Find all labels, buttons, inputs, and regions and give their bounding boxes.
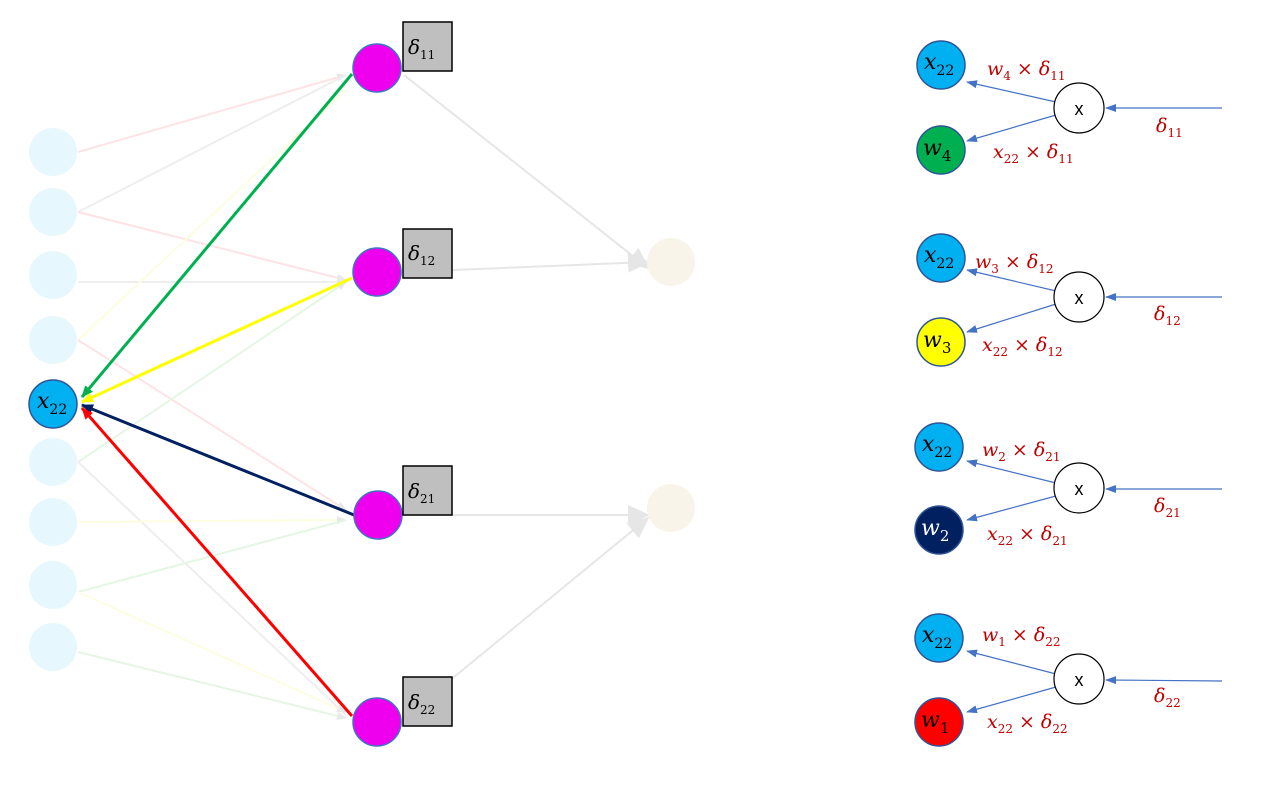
svg-text:x: x [1075, 670, 1084, 690]
multiply-gate [1053, 271, 1105, 323]
x22-node [916, 233, 966, 283]
input-node [29, 623, 77, 671]
grad-w-label: x22×δ21 [987, 523, 1068, 548]
delta-in-label: δ11 [1156, 115, 1183, 140]
x22-node [914, 422, 964, 472]
grad-x-label: w2×δ21 [982, 439, 1061, 464]
hidden-node-2: δ12 [352, 228, 453, 297]
gate-group-4: x x22 w1 w1×δ22 x22×δ22 δ22 [914, 613, 1223, 747]
focus-node-x22: x22 [28, 379, 78, 429]
hidden-node-1: δ11 [352, 21, 453, 93]
grad-x-label: w4×δ11 [987, 58, 1066, 83]
delta-in-label: δ22 [1154, 685, 1181, 710]
w3-node [916, 317, 966, 367]
output-node [647, 238, 695, 286]
gate-group-1: x x22 w4 w4×δ11 x22×δ11 δ11 [916, 40, 1222, 175]
grad-w-label: x22×δ12 [982, 334, 1063, 359]
edge-w1 [80, 407, 354, 717]
svg-text:w4: w4 [923, 136, 951, 165]
svg-text:x22: x22 [37, 389, 67, 418]
w2-node [914, 505, 964, 555]
delta-box [402, 21, 453, 72]
multiply-gate [1053, 462, 1105, 514]
hidden-layer: δ11 δ12 δ21 δ22 [352, 21, 453, 747]
hidden-node-4: δ22 [352, 676, 453, 747]
delta-in-label: δ21 [1154, 495, 1181, 520]
delta-box [402, 676, 453, 727]
w1-node [914, 697, 964, 747]
svg-text:x22: x22 [924, 50, 954, 79]
svg-text:x: x [1075, 288, 1084, 308]
multiply-gate [1053, 653, 1105, 705]
grad-x-label: w3×δ12 [975, 251, 1054, 276]
grad-w-label: x22×δ11 [993, 141, 1074, 166]
output-node [647, 484, 695, 532]
grad-x-label: w1×δ22 [982, 624, 1061, 649]
svg-text:x22: x22 [922, 432, 952, 461]
gate-group-2: x x22 w3 w3×δ12 x22×δ12 δ12 [916, 233, 1222, 367]
svg-text:x: x [1075, 479, 1084, 499]
svg-text:w1: w1 [921, 708, 949, 737]
edge-w4 [80, 73, 354, 398]
delta-label: δ11 [408, 35, 435, 62]
gate-group-3: x x22 w2 w2×δ21 x22×δ21 δ21 [914, 422, 1222, 555]
delta-box [402, 228, 453, 279]
delta-label: δ21 [408, 479, 435, 506]
delta-in-label: δ12 [1154, 303, 1181, 328]
x22-node [914, 613, 964, 663]
input-node [29, 128, 77, 176]
input-node [29, 561, 77, 609]
multiply-gate [1053, 82, 1105, 134]
faded-edges [77, 73, 347, 720]
svg-text:w3: w3 [923, 328, 951, 357]
svg-text:w2: w2 [921, 516, 949, 545]
hidden-node-3: δ21 [353, 465, 453, 540]
input-node [29, 251, 77, 299]
faded-output-nodes [647, 238, 695, 532]
input-node [29, 498, 77, 546]
edge-w2 [81, 403, 355, 517]
backward-edges [80, 73, 355, 717]
x22-node [916, 40, 966, 90]
svg-text:x22: x22 [922, 623, 952, 652]
input-node [29, 188, 77, 236]
edge-w3 [81, 276, 353, 404]
faded-input-nodes [29, 128, 77, 671]
output-edges [403, 74, 650, 719]
w4-node [916, 125, 966, 175]
delta-label: δ12 [408, 241, 435, 268]
delta-label: δ22 [408, 690, 435, 717]
input-node [29, 438, 77, 486]
svg-text:x: x [1075, 99, 1084, 119]
delta-box [402, 465, 453, 516]
svg-text:x22: x22 [924, 243, 954, 272]
input-node [29, 316, 77, 364]
grad-w-label: x22×δ22 [987, 711, 1068, 736]
